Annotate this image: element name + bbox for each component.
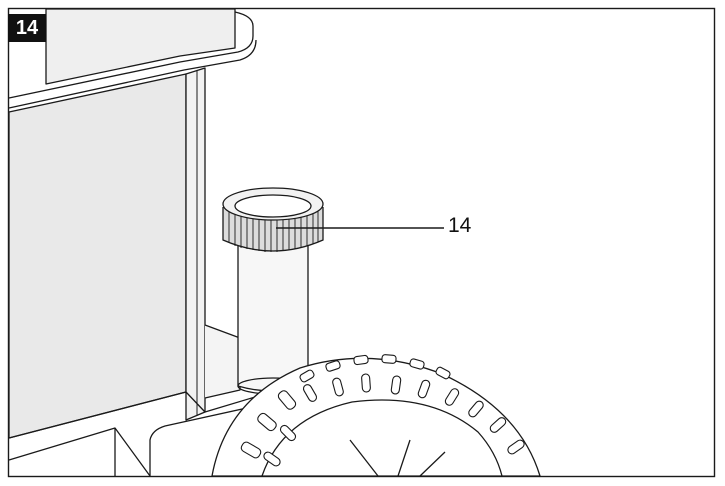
top-plate bbox=[8, 11, 254, 99]
cap-top-inner bbox=[234, 194, 312, 218]
wheel-tire bbox=[211, 357, 541, 477]
wheel bbox=[211, 354, 541, 477]
wheel-spoke-3 bbox=[419, 451, 446, 477]
side-panel bbox=[185, 67, 206, 421]
lower-ledge bbox=[204, 324, 241, 399]
tire-treads bbox=[240, 354, 525, 467]
step-number-badge: 14 bbox=[8, 14, 46, 42]
machine-body bbox=[8, 8, 293, 477]
filler-cap bbox=[222, 187, 324, 252]
cap-knurling bbox=[228, 210, 319, 252]
hopper-block bbox=[45, 8, 236, 85]
wheel-spoke-1 bbox=[349, 439, 379, 477]
top-plate-edge bbox=[8, 39, 257, 109]
callout-label: 14 bbox=[448, 214, 472, 237]
base-curve bbox=[149, 403, 266, 476]
front-panel bbox=[8, 73, 187, 439]
wheel-spoke-2 bbox=[397, 439, 411, 477]
